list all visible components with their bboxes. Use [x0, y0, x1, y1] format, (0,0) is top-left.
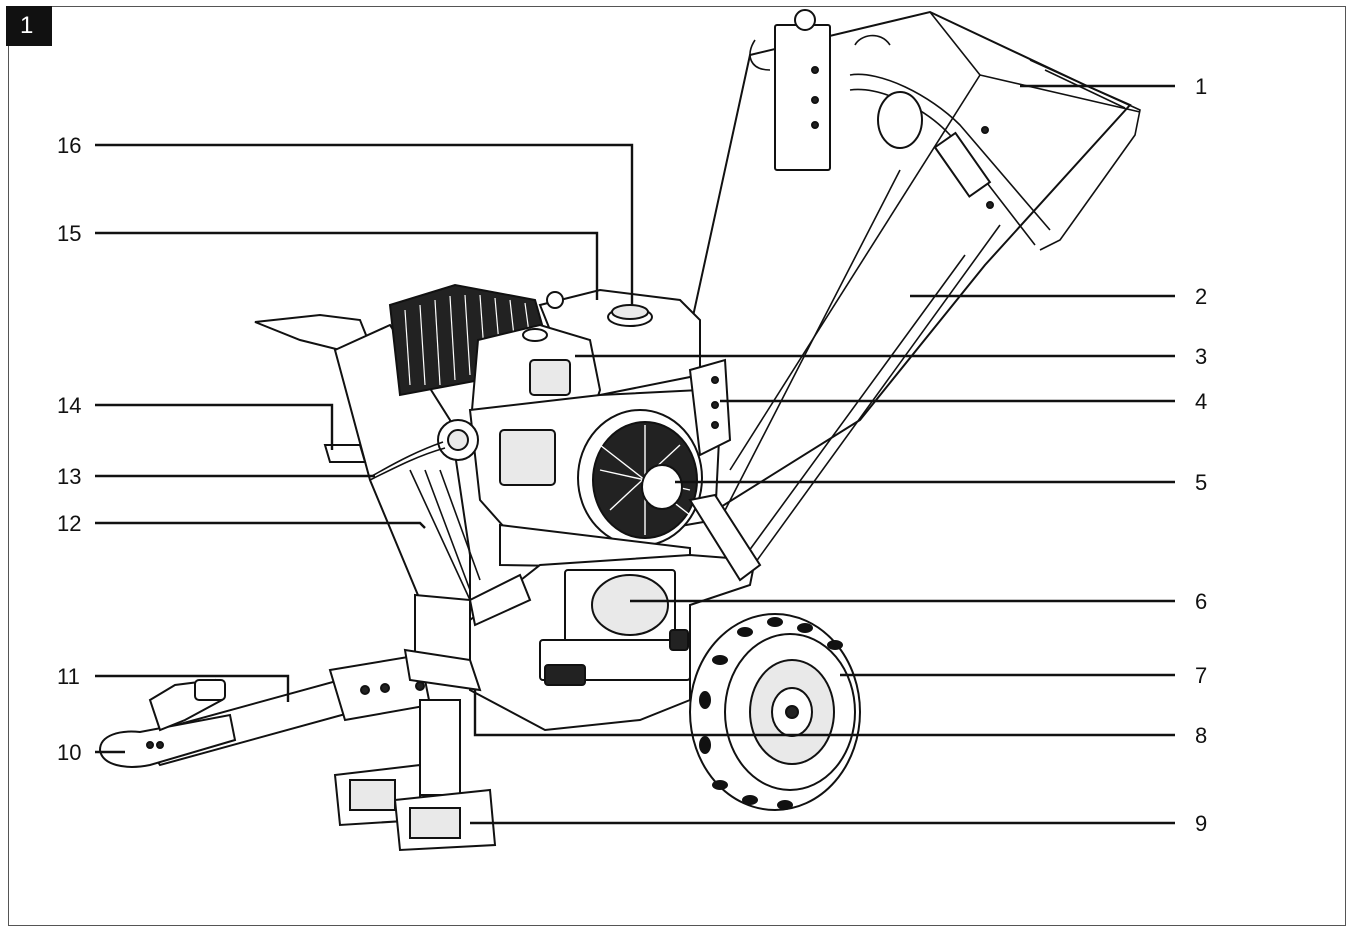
callout-9: 9	[1195, 811, 1207, 836]
machine-illustration	[98, 9, 1141, 852]
feed-hopper	[688, 10, 1141, 571]
callout-10: 10	[57, 740, 81, 765]
leader-line-15	[95, 231, 599, 300]
callout-13: 13	[57, 464, 81, 489]
callout-8: 8	[1195, 723, 1207, 748]
callout-11: 11	[57, 664, 80, 689]
callout-16: 16	[57, 133, 81, 158]
hopper-handle	[749, 9, 1141, 251]
discharge-chute	[254, 313, 481, 612]
leader-line-12	[95, 521, 426, 529]
leader-line-14	[95, 403, 334, 450]
support-stand	[333, 699, 497, 852]
callout-2: 2	[1195, 284, 1207, 309]
figure-number-badge: 1	[6, 6, 52, 46]
callout-5: 5	[1195, 470, 1207, 495]
callout-4: 4	[1195, 389, 1207, 414]
callout-14: 14	[57, 393, 81, 418]
chassis-frame	[414, 493, 762, 732]
callout-7: 7	[1195, 663, 1207, 688]
leader-line-11	[95, 674, 290, 702]
callout-12: 12	[57, 511, 81, 536]
leader-lines	[95, 84, 1175, 825]
callout-6: 6	[1195, 589, 1207, 614]
callout-1: 1	[1195, 74, 1207, 99]
callout-numbers: 1 2 3 4 5 6 7 8 9 10 11 12 13 14 15 16	[57, 74, 1207, 836]
callout-3: 3	[1195, 344, 1207, 369]
callout-15: 15	[57, 221, 81, 246]
tow-coupling	[98, 678, 237, 768]
leader-line-16	[95, 143, 634, 305]
wheel	[689, 613, 861, 811]
leader-line-8	[473, 690, 1175, 737]
engine	[388, 283, 732, 570]
